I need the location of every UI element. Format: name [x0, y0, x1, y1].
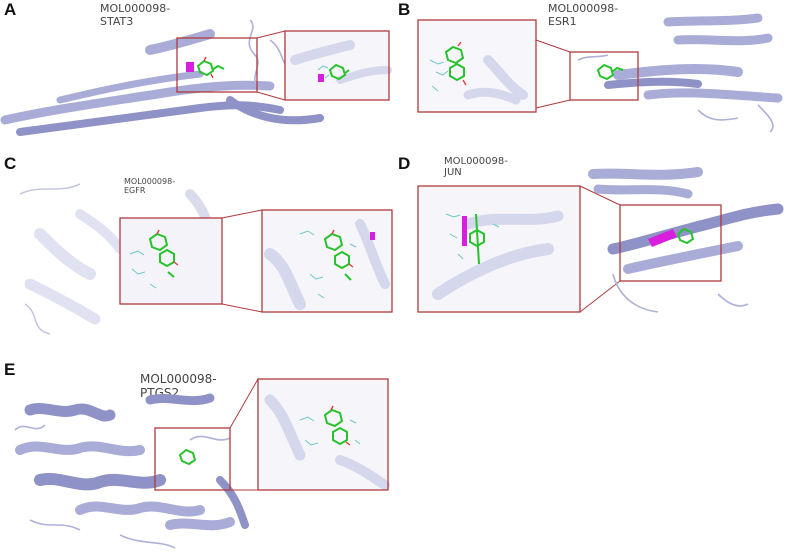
jun-zoom-view [432, 210, 564, 300]
panel-label-c: C [4, 154, 17, 173]
stat3-protein-ribbon [0, 19, 324, 136]
panel-d-structure [417, 167, 784, 313]
panel-title-d: MOL000098-JUN [444, 156, 508, 178]
esr1-zoom-view [429, 41, 528, 105]
ptgs2-protein-ribbon [14, 393, 249, 549]
egfr-ligand [129, 229, 179, 289]
panel-title-c: MOL000098-EGFR [124, 177, 176, 195]
stat3-ligand [186, 56, 225, 79]
panel-label-a: A [4, 0, 17, 19]
panel-label-d: D [398, 154, 411, 173]
panel-b-structure [417, 13, 783, 133]
jun-protein-ribbon [588, 167, 784, 313]
panel-c-structure [19, 183, 393, 335]
panel-title-a: MOL000098-STAT3 [100, 2, 171, 28]
stat3-zoom-view [290, 40, 392, 84]
ptgs2-zoom-view [264, 394, 390, 490]
panel-e-structure [14, 378, 390, 549]
egfr-zoom-view [264, 219, 390, 310]
panel-a-structure [0, 19, 392, 136]
panel-label-b: B [398, 0, 411, 19]
esr1-protein-ribbon [577, 13, 783, 133]
panel-label-e: E [4, 360, 16, 379]
panel-title-b: MOL000098-ESR1 [548, 2, 619, 28]
